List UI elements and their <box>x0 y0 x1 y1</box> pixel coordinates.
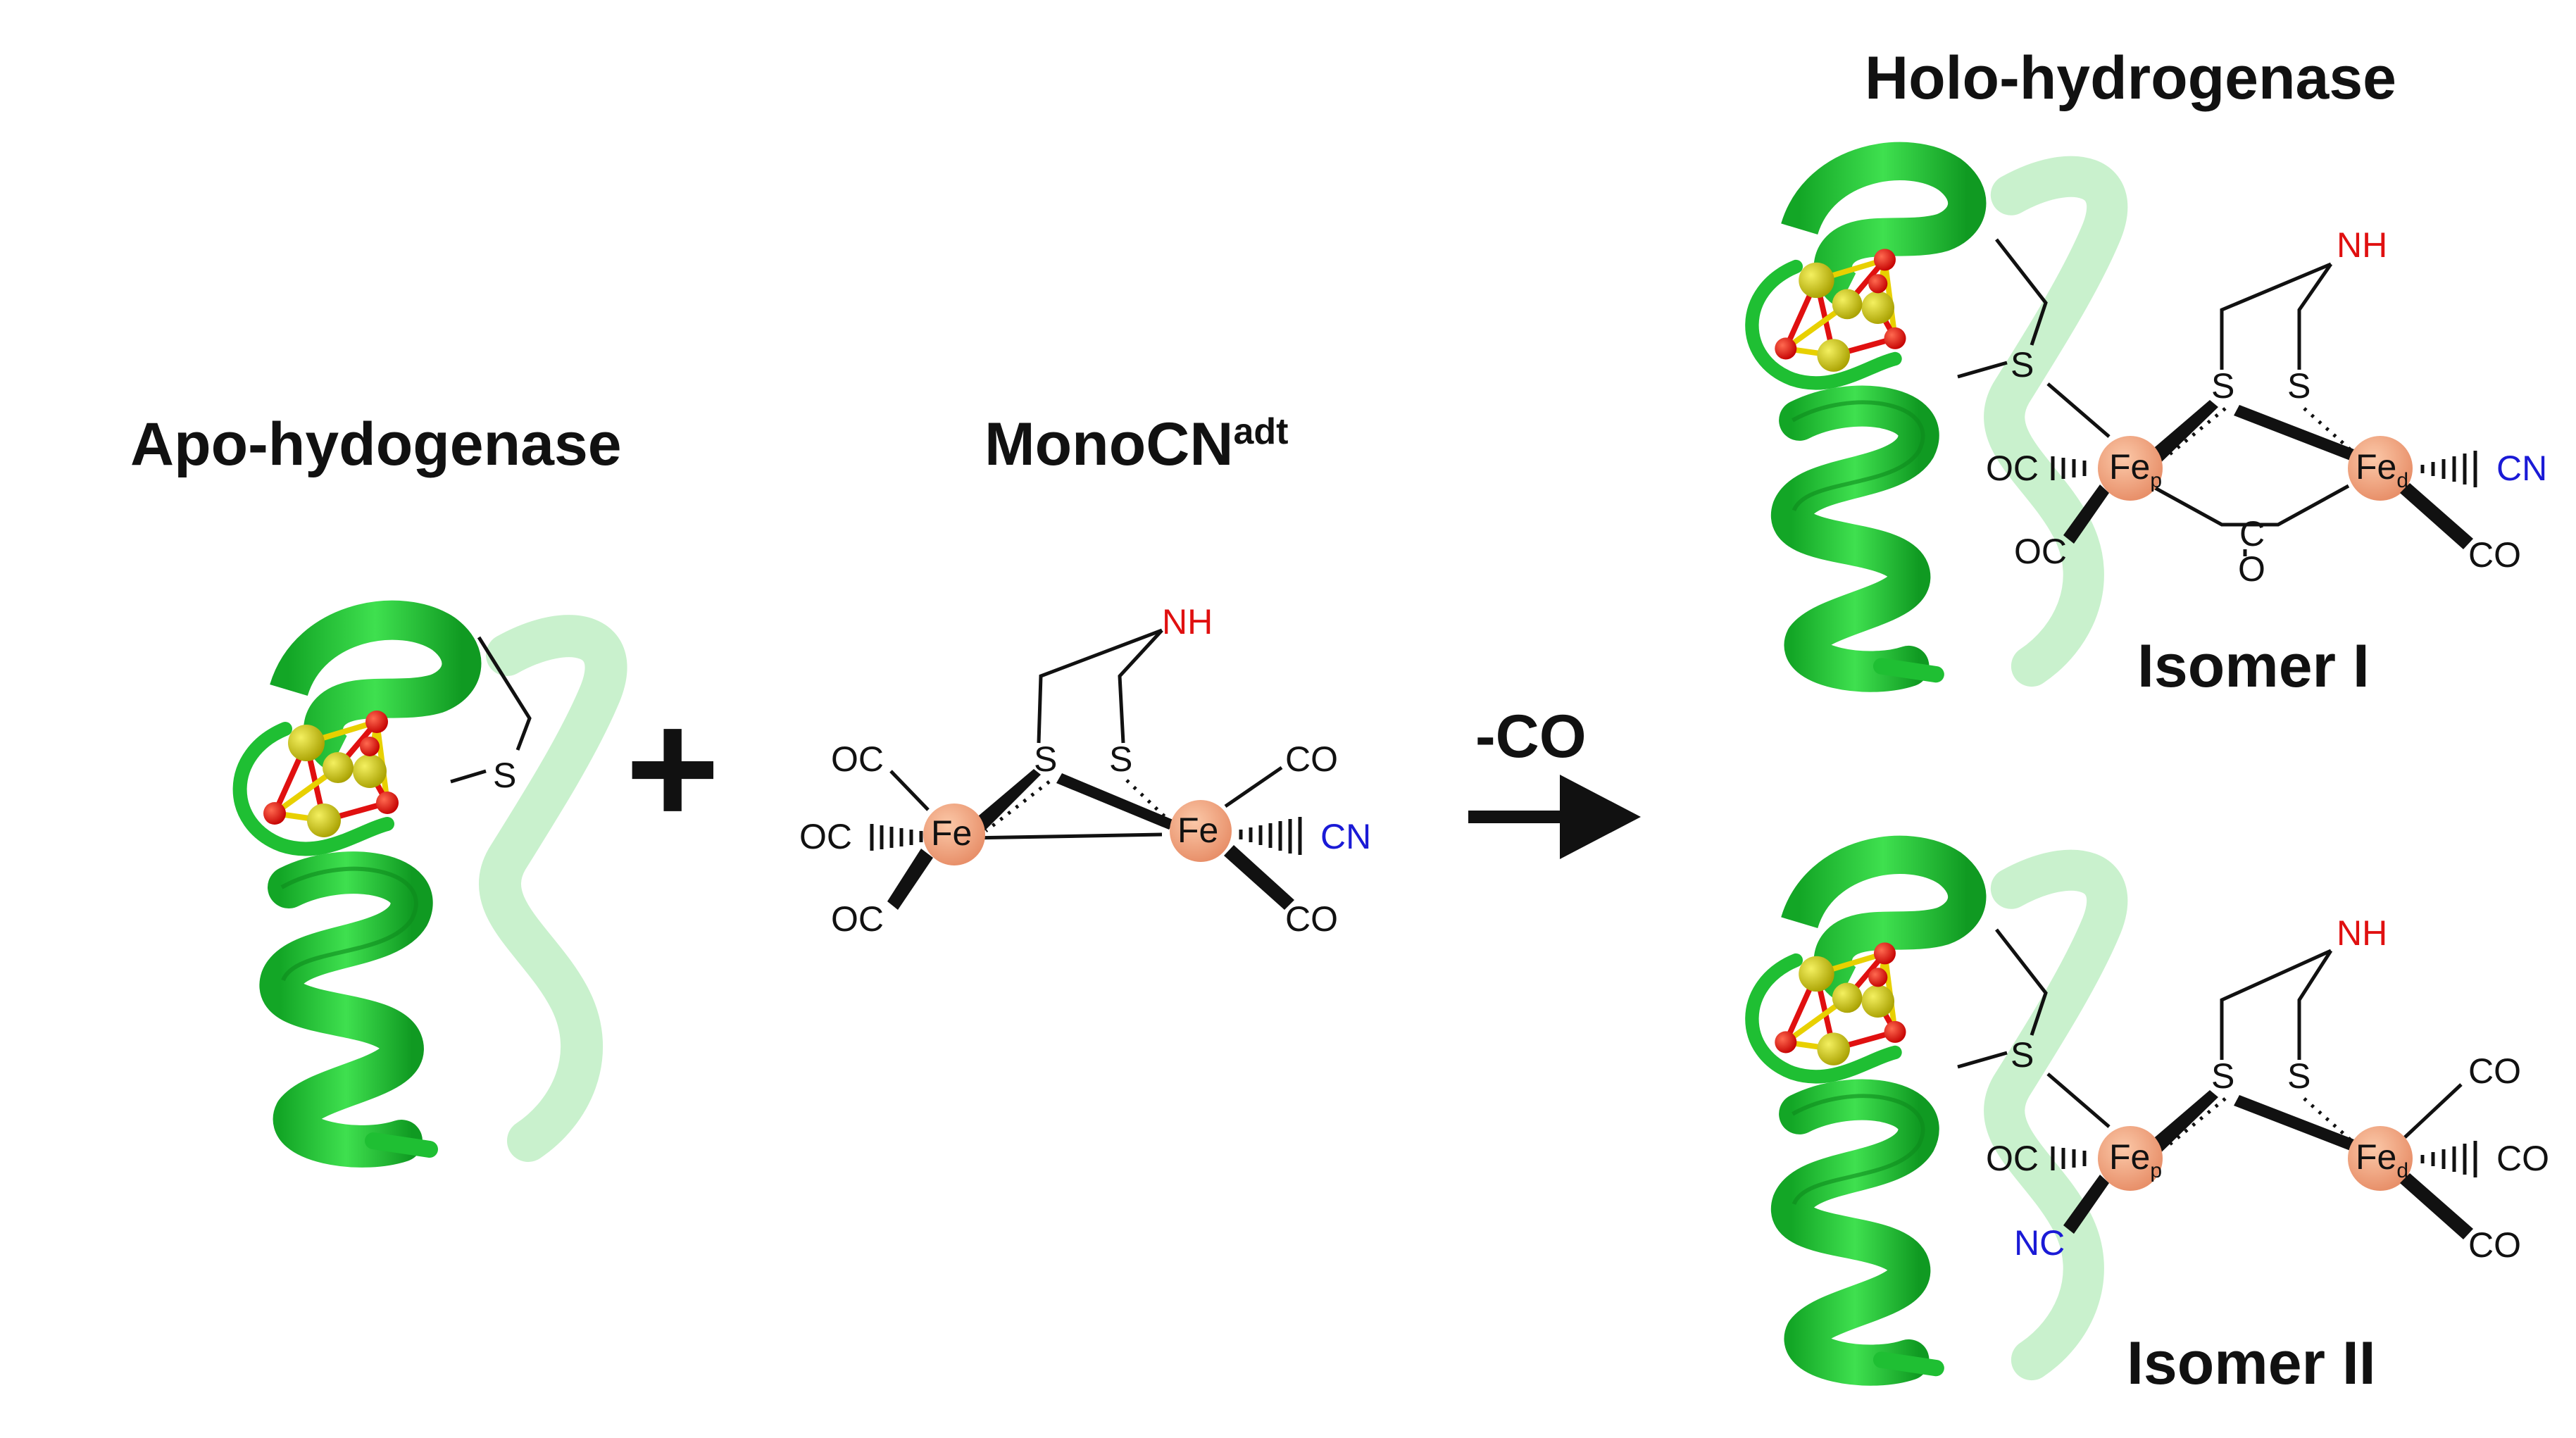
isomer2-fed-label: Fed <box>2356 1137 2408 1182</box>
isomer2-structure: S NH S S Fep Fed OC NC CO CO <box>1957 913 2549 1265</box>
monocn-cn-label: CN <box>1320 817 1371 856</box>
isomer2-oc-mid: OC <box>1986 1139 2039 1178</box>
monocn-co-bottom: CO <box>1285 899 1338 939</box>
monocn-oc-top: OC <box>831 739 884 779</box>
isomer2-s1-label: S <box>2211 1056 2234 1096</box>
isomer2-fep-label: Fep <box>2109 1137 2162 1182</box>
isomer2-co-bottom: CO <box>2468 1225 2521 1265</box>
isomer1-fep-symbol: Fe <box>2109 447 2150 487</box>
isomer1-fep-subscript: p <box>2150 469 2162 492</box>
monocn-fe2-label: Fe <box>1177 811 1218 850</box>
isomer1-s1-label: S <box>2211 366 2234 406</box>
apo-sulfur-label: S <box>493 756 516 795</box>
isomer1-title: Isomer I <box>2137 632 2370 700</box>
isomer2-co-mid: CO <box>2496 1139 2549 1178</box>
isomer1-oc-bottom: OC <box>2014 532 2067 571</box>
reaction-arrow <box>1468 775 1641 859</box>
co-loss-label: -CO <box>1475 703 1587 770</box>
monocn-fe1-label: Fe <box>931 813 972 853</box>
isomer1-fep-label: Fep <box>2109 447 2162 492</box>
isomer1-oc-mid: OC <box>1986 449 2039 488</box>
isomer1-cn-label: CN <box>2496 449 2547 488</box>
isomer1-fed-subscript: d <box>2396 469 2408 492</box>
isomer1-fed-symbol: Fe <box>2356 447 2396 487</box>
isomer1-bridge-o-label: O <box>2238 549 2265 589</box>
monocn-structure: NH S S Fe Fe OC OC OC CO <box>799 602 1371 939</box>
monocn-title: MonoCNadt <box>984 411 1288 478</box>
isomer1-nh-label: NH <box>2337 225 2387 265</box>
isomer2-fed-symbol: Fe <box>2356 1137 2396 1177</box>
isomer1-protein-cartoon <box>1752 161 2107 675</box>
isomer2-fep-subscript: p <box>2150 1159 2162 1182</box>
isomer2-cys-s-label: S <box>2011 1035 2034 1075</box>
isomer1-s2-label: S <box>2287 366 2311 406</box>
monocn-nh-label: NH <box>1162 602 1213 642</box>
monocn-s2-label: S <box>1109 739 1132 779</box>
holo-title: Holo-hydrogenase <box>1865 44 2396 112</box>
plus-sign: + <box>625 677 720 858</box>
isomer2-nc-label: NC <box>2014 1223 2065 1263</box>
monocn-title-base: MonoCN <box>984 411 1233 478</box>
apo-cys-linker: S <box>450 636 532 795</box>
apo-title: Apo-hydogenase <box>130 411 622 478</box>
monocn-oc-bottom: OC <box>831 899 884 939</box>
isomer1-bridge-c-label: C <box>2239 514 2265 554</box>
isomer1-fed-label: Fed <box>2356 447 2408 492</box>
isomer2-s2-label: S <box>2287 1056 2311 1096</box>
isomer2-fep-symbol: Fe <box>2109 1137 2150 1177</box>
isomer2-protein-cartoon <box>1752 855 2107 1368</box>
isomer2-nh-label: NH <box>2337 913 2387 953</box>
monocn-title-superscript: adt <box>1233 411 1288 452</box>
isomer2-co-top: CO <box>2468 1051 2521 1091</box>
monocn-co-top: CO <box>1285 739 1338 779</box>
isomer2-fed-subscript: d <box>2396 1159 2408 1182</box>
isomer1-structure: S NH S S C O Fep Fed OC OC <box>1957 225 2547 589</box>
isomer1-cys-s-label: S <box>2011 345 2034 384</box>
isomer2-title: Isomer II <box>2127 1330 2376 1397</box>
isomer1-co-bottom: CO <box>2468 535 2521 575</box>
apo-protein-cartoon <box>240 620 606 1149</box>
monocn-oc-mid: OC <box>799 817 852 856</box>
